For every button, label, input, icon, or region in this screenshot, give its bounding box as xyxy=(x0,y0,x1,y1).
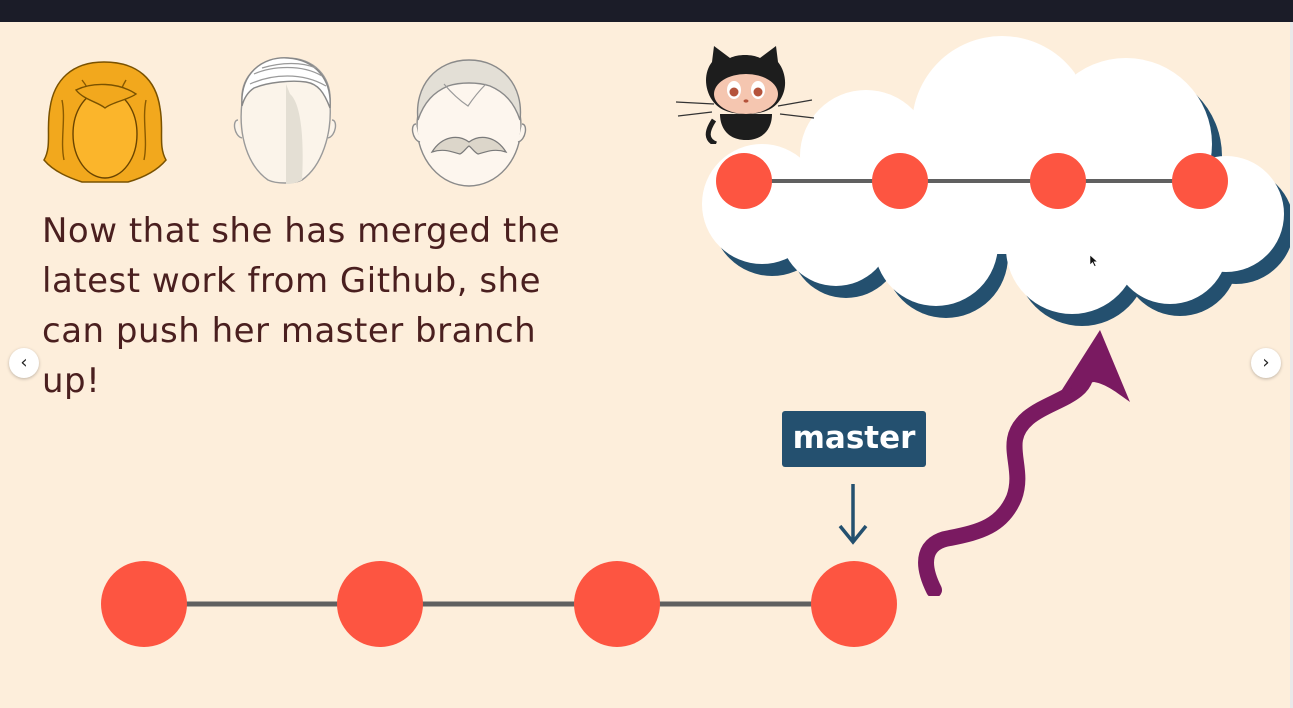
man-face-icon xyxy=(233,57,337,184)
cloud-icon xyxy=(702,36,1290,326)
next-slide-button[interactable]: › xyxy=(1251,348,1281,378)
remote-commit-history xyxy=(716,153,1228,209)
caption-line: can push her master branch up! xyxy=(42,311,537,401)
remote-commit-node xyxy=(1030,153,1086,209)
window-top-bar xyxy=(0,0,1293,22)
mouse-cursor-icon xyxy=(1089,254,1099,267)
previous-slide-button[interactable]: ‹ xyxy=(9,348,39,378)
down-arrow-icon xyxy=(838,484,868,545)
master-branch-label: master xyxy=(782,411,926,467)
mustache-man-face-icon xyxy=(411,59,527,187)
local-commit-history xyxy=(101,561,897,647)
slide-caption: Now that she has merged the latest work … xyxy=(42,206,602,406)
github-octocat-icon xyxy=(676,46,815,144)
remote-commit-node xyxy=(1172,153,1228,209)
caption-line: latest work from Github, she xyxy=(42,261,541,301)
slide: Now that she has merged the latest work … xyxy=(0,22,1290,708)
local-commit-node xyxy=(811,561,897,647)
remote-commit-node xyxy=(872,153,928,209)
local-commit-node xyxy=(574,561,660,647)
local-commit-node xyxy=(337,561,423,647)
chevron-left-icon: ‹ xyxy=(20,352,28,373)
slide-right-edge xyxy=(1290,22,1293,708)
local-commit-node xyxy=(101,561,187,647)
push-arrow-icon xyxy=(918,330,1130,596)
chevron-right-icon: › xyxy=(1262,352,1270,373)
woman-face-icon xyxy=(43,61,167,183)
caption-line: Now that she has merged the xyxy=(42,211,561,251)
remote-commit-node xyxy=(716,153,772,209)
